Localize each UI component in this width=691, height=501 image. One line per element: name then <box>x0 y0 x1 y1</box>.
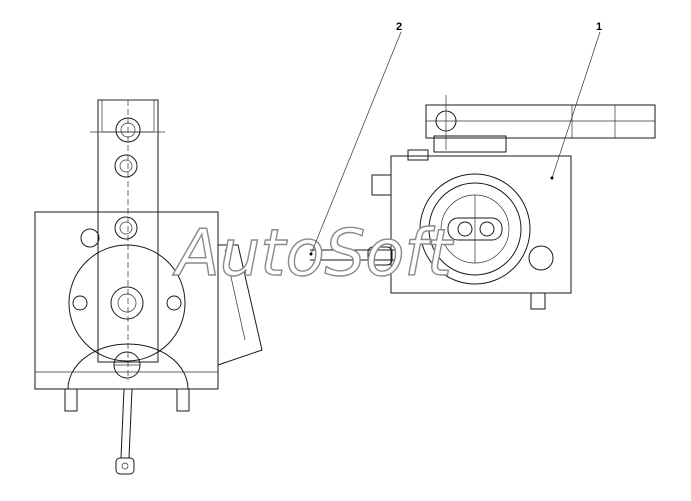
callouts: 1 2 <box>309 21 602 256</box>
leader-line-1 <box>551 31 601 179</box>
callout-1-label: 1 <box>596 21 602 33</box>
watermark-text: AutoSoft <box>172 217 455 291</box>
left-assembly <box>34 99 263 475</box>
leader-dot-1 <box>550 176 554 180</box>
leader-dot-2 <box>309 252 313 256</box>
callout-2-label: 2 <box>396 21 402 33</box>
leader-line-2 <box>310 31 402 255</box>
right-assembly <box>310 95 656 310</box>
